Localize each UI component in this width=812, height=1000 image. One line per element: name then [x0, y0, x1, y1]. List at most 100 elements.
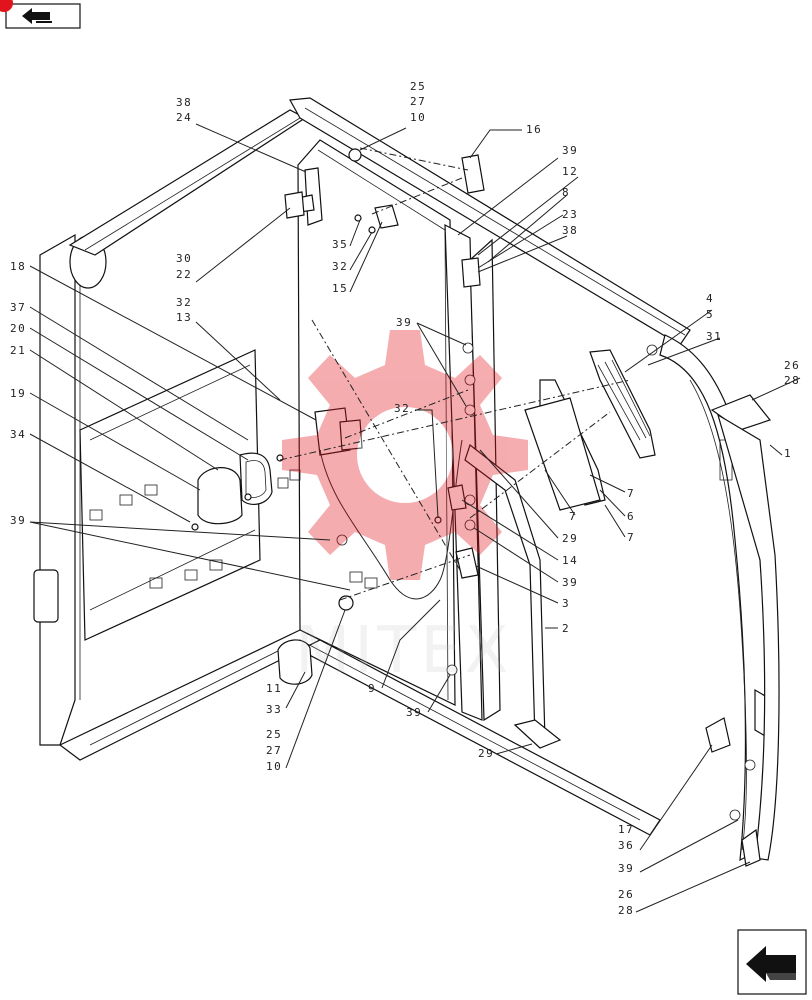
callout-25-27-10-top: 25 27 10 — [410, 80, 426, 124]
svg-text:32: 32 — [176, 296, 192, 309]
svg-text:19: 19 — [10, 387, 26, 400]
callout-39-low: 39 — [406, 706, 422, 719]
svg-text:22: 22 — [176, 268, 192, 281]
svg-text:39: 39 — [10, 514, 26, 527]
dome-light-19 — [197, 452, 273, 525]
grommet-25-27-10 — [338, 148, 362, 611]
svg-text:32: 32 — [394, 402, 410, 415]
callout-17-36-39: 17 36 39 — [618, 823, 634, 875]
svg-text:14: 14 — [562, 554, 578, 567]
top-latch — [297, 167, 323, 226]
callout-7-c: 7 — [627, 531, 635, 544]
svg-text:4: 4 — [706, 292, 714, 305]
svg-text:25: 25 — [410, 80, 426, 93]
callout-39-mid: 39 — [562, 576, 578, 589]
svg-text:7: 7 — [569, 510, 577, 523]
svg-text:15: 15 — [332, 282, 348, 295]
watermark-text: MITEX — [295, 614, 512, 688]
svg-text:3: 3 — [562, 597, 570, 610]
svg-text:7: 7 — [627, 487, 635, 500]
callout-31: 31 — [706, 330, 721, 343]
svg-text:30: 30 — [176, 252, 192, 265]
hinge-bracket-30-22 — [284, 191, 305, 219]
svg-text:39: 39 — [562, 144, 578, 157]
svg-text:28: 28 — [618, 904, 634, 917]
callout-18: 18 — [10, 260, 26, 273]
svg-text:39: 39 — [618, 862, 634, 875]
callout-19: 19 — [10, 387, 26, 400]
callout-34: 34 — [10, 428, 26, 441]
callout-32-mid: 32 — [394, 402, 410, 415]
gear-watermark-icon — [282, 330, 528, 580]
svg-text:25: 25 — [266, 728, 282, 741]
bracket-17-36 — [705, 717, 731, 753]
svg-text:13: 13 — [176, 311, 192, 324]
svg-text:27: 27 — [266, 744, 282, 757]
callout-labels: 25 27 10 38 24 16 39 12 8 23 38 30 22 35… — [10, 80, 800, 917]
arrow-left-icon — [22, 8, 52, 24]
svg-text:39: 39 — [562, 576, 578, 589]
svg-text:35: 35 — [332, 238, 348, 251]
svg-text:23: 23 — [562, 208, 578, 221]
svg-text:38: 38 — [562, 224, 578, 237]
mirror-11-33 — [277, 639, 313, 685]
svg-text:1: 1 — [784, 447, 792, 460]
callout-39-12-8-23-38: 39 12 8 23 38 — [562, 144, 578, 237]
arrow-left-icon — [746, 946, 796, 982]
svg-text:8: 8 — [562, 186, 570, 199]
callout-6: 6 — [627, 510, 635, 523]
svg-text:12: 12 — [562, 165, 578, 178]
svg-text:39: 39 — [406, 706, 422, 719]
svg-text:28: 28 — [784, 374, 800, 387]
svg-text:27: 27 — [410, 95, 426, 108]
callout-29-mid: 29 — [562, 532, 577, 545]
callout-29-low: 29 — [478, 747, 494, 760]
svg-text:20: 20 — [10, 322, 26, 335]
page-badge — [0, 0, 13, 12]
svg-text:5: 5 — [706, 308, 714, 321]
leader-lines — [29, 123, 801, 913]
svg-text:18: 18 — [10, 260, 26, 273]
svg-text:21: 21 — [10, 344, 26, 357]
callout-3: 3 — [562, 597, 570, 610]
svg-text:33: 33 — [266, 703, 282, 716]
callout-2: 2 — [562, 622, 570, 635]
callout-4-5: 4 5 — [706, 292, 714, 321]
callout-35-32-15: 35 32 15 — [332, 238, 348, 295]
callout-25-27-10-low: 25 27 10 — [266, 728, 282, 773]
svg-text:29: 29 — [478, 747, 494, 760]
svg-text:24: 24 — [176, 111, 192, 124]
callout-11-33: 11 33 — [266, 682, 282, 716]
svg-text:7: 7 — [627, 531, 635, 544]
svg-text:34: 34 — [10, 428, 26, 441]
svg-text:2: 2 — [562, 622, 570, 635]
callout-1: 1 — [784, 447, 792, 460]
bracket-26-28-low — [741, 828, 761, 867]
switch-14 — [447, 484, 467, 511]
seal-1 — [717, 413, 780, 861]
svg-text:26: 26 — [618, 888, 634, 901]
rivet-holes — [336, 342, 756, 821]
svg-text:10: 10 — [266, 760, 282, 773]
callout-26-28-low: 26 28 — [618, 888, 634, 917]
callout-37-20-21: 37 20 21 — [10, 301, 26, 357]
svg-text:39: 39 — [396, 316, 412, 329]
callout-14: 14 — [562, 554, 578, 567]
callout-7-b: 7 — [569, 510, 577, 523]
callout-9: 9 — [368, 682, 376, 695]
svg-text:10: 10 — [410, 111, 426, 124]
vent-panel-6-7 — [524, 379, 606, 511]
callout-38-24: 38 24 — [176, 96, 192, 124]
cable-harness-9 — [319, 439, 463, 600]
svg-text:9: 9 — [368, 682, 376, 695]
callout-7-a: 7 — [627, 487, 635, 500]
callout-16: 16 — [526, 123, 541, 136]
callout-30-22: 30 22 — [176, 252, 192, 281]
prev-page-button[interactable] — [0, 0, 81, 29]
next-page-button[interactable] — [737, 929, 807, 995]
svg-text:11: 11 — [266, 682, 282, 695]
svg-text:6: 6 — [627, 510, 635, 523]
cab-frame — [33, 97, 773, 862]
striker-plate-16 — [461, 154, 485, 194]
